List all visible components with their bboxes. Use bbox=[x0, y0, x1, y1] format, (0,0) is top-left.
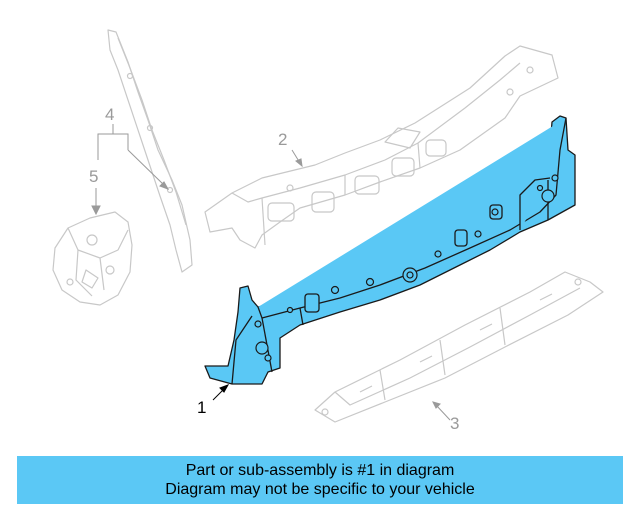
parts-diagram bbox=[52, 29, 604, 423]
banner-line-2: Diagram may not be specific to your vehi… bbox=[165, 481, 475, 498]
leader-line-4 bbox=[97, 133, 129, 150]
leader-line-4b bbox=[127, 149, 166, 187]
part-1-rear-body-panel bbox=[204, 115, 576, 385]
leader-arrow-4 bbox=[159, 181, 170, 190]
leader-lines bbox=[91, 124, 451, 421]
banner-line-1: Part or sub-assembly is #1 in diagram bbox=[185, 462, 455, 479]
part-2-rear-upper-panel bbox=[204, 45, 559, 249]
info-banner: Part or sub-assembly is #1 in diagram Di… bbox=[17, 456, 623, 504]
leader-line-3 bbox=[435, 404, 451, 421]
part-5-corner-assembly bbox=[52, 211, 133, 306]
callout-part-1: 1 bbox=[197, 398, 207, 417]
leader-arrow-1 bbox=[219, 384, 230, 393]
leader-arrow-2 bbox=[295, 158, 303, 168]
callout-part-2: 2 bbox=[278, 130, 288, 149]
callout-part-4: 4 bbox=[105, 105, 115, 124]
callout-part-3: 3 bbox=[450, 414, 460, 433]
callout-part-5: 5 bbox=[89, 167, 99, 186]
part-3-lower-reinforcement bbox=[314, 271, 604, 423]
leader-arrow-5 bbox=[91, 205, 101, 216]
part-1-holes bbox=[254, 174, 559, 362]
part-4-pillar bbox=[107, 29, 193, 273]
leader-arrow-3 bbox=[432, 401, 441, 409]
